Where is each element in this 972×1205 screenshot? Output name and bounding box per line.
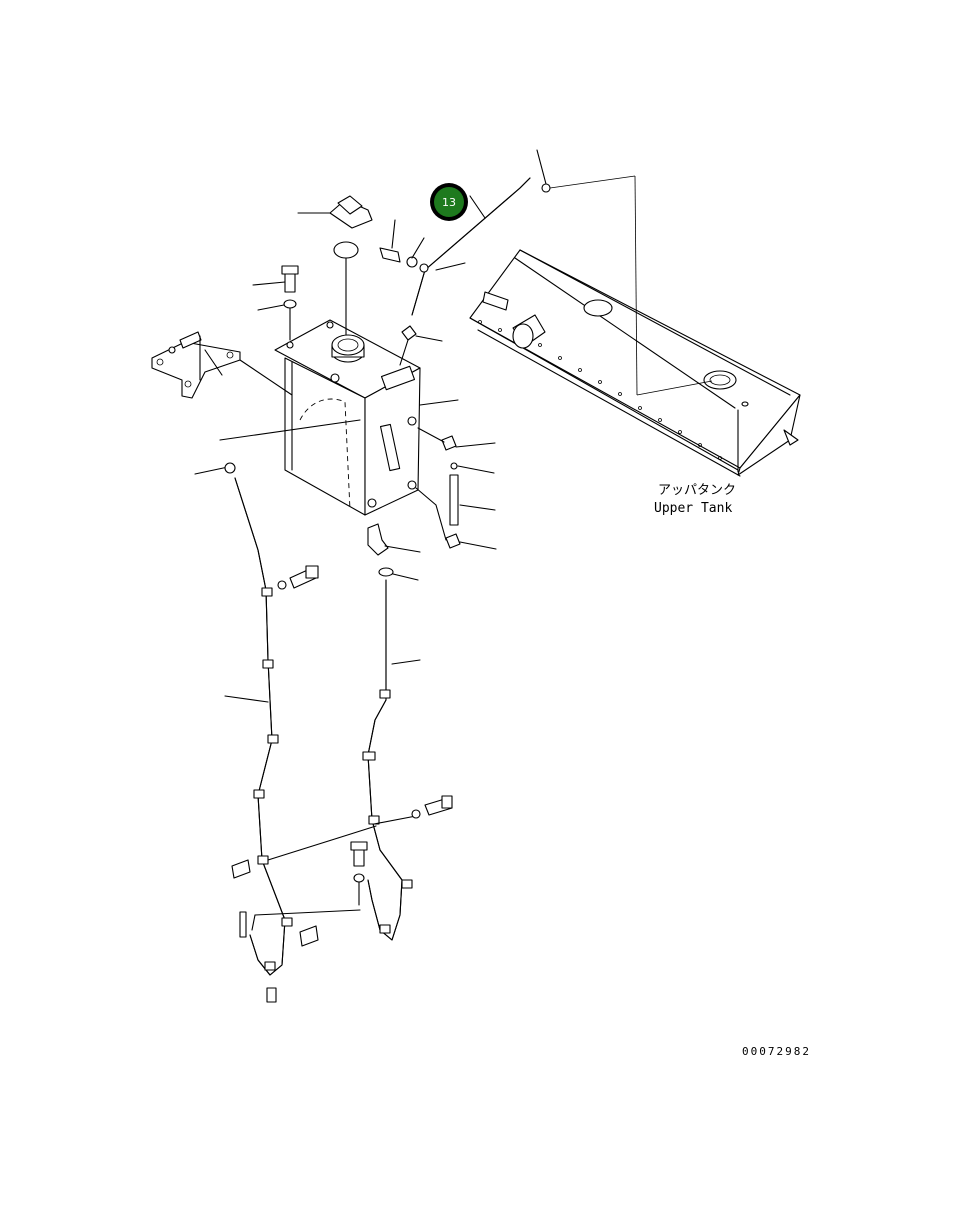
- upper-tank-label-en: Upper Tank: [654, 501, 732, 516]
- callout-number: 13: [442, 196, 456, 209]
- left-clamp-bolt: [277, 565, 319, 590]
- reservoir-tank: [274, 319, 421, 516]
- drain-hose-left: [194, 419, 377, 976]
- upper-tank-label-jp: アッパタンク: [658, 483, 736, 498]
- drawing-code: 00072982: [742, 1045, 811, 1058]
- mounting-bracket: [151, 331, 293, 399]
- lower-elbow: [367, 523, 421, 581]
- bottom-parts: [231, 841, 368, 1003]
- callout-13[interactable]: 13: [430, 183, 468, 221]
- overflow-pipe: [399, 149, 713, 396]
- drain-hose-right: [362, 579, 421, 941]
- bolt-and-washer: [252, 265, 299, 341]
- upper-tank: [469, 249, 801, 477]
- reservoir-cap: [297, 195, 373, 336]
- upper-bolt: [379, 219, 425, 268]
- callout-fill: [434, 187, 464, 217]
- hose-clamp-bolt: [411, 795, 453, 819]
- tank-fittings: [415, 399, 497, 550]
